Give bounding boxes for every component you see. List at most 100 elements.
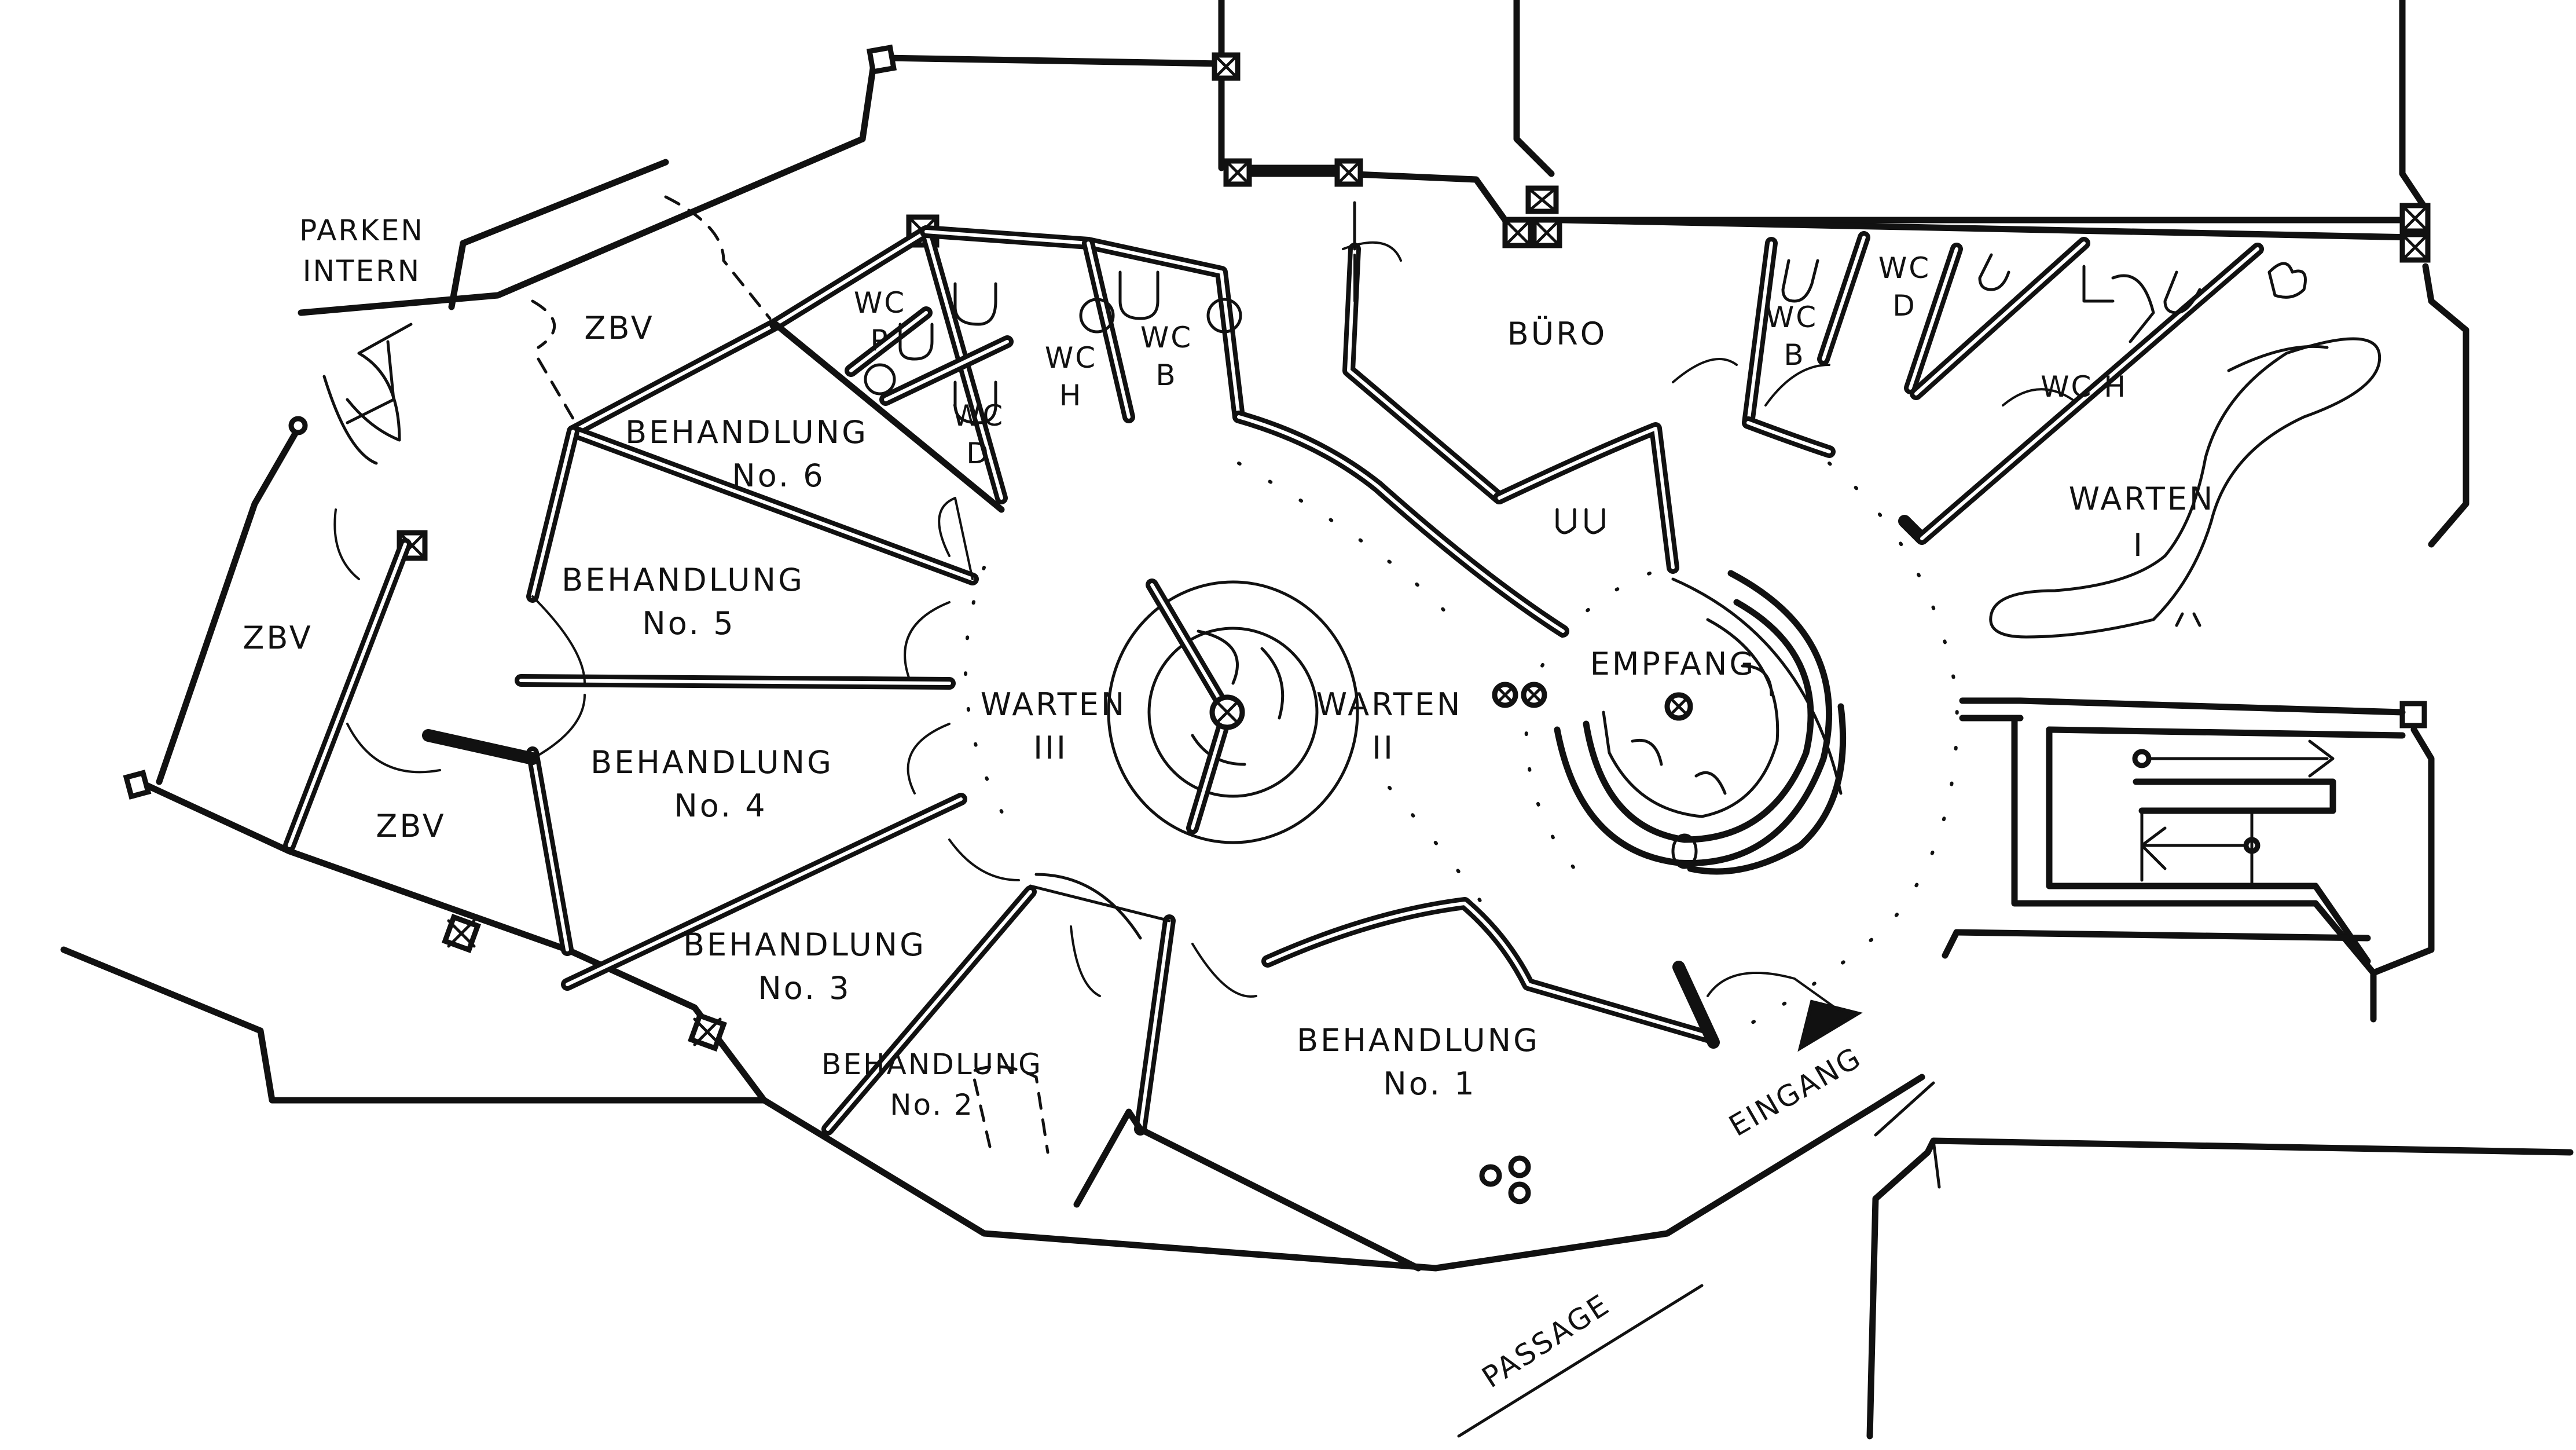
warten-i-label: WARTEN bbox=[2069, 481, 2215, 517]
column-icon bbox=[2399, 701, 2427, 728]
door-swing-icon bbox=[346, 723, 441, 774]
wc-d-left-label: WC bbox=[952, 399, 1004, 433]
parken-label-1: PARKEN bbox=[299, 214, 424, 247]
toilet-icon bbox=[1118, 270, 1159, 320]
toilet-icon bbox=[1978, 253, 2010, 291]
circulation-dots bbox=[964, 462, 1959, 1032]
zbv-bottom-label: ZBV bbox=[376, 808, 446, 844]
toilet-icon bbox=[953, 282, 997, 326]
reception-desk bbox=[1492, 570, 1847, 875]
light-fixture-icon bbox=[1521, 682, 1547, 708]
wc-p-letter: P bbox=[870, 324, 889, 357]
behandlung-5-label: BEHANDLUNG bbox=[562, 562, 805, 598]
column-icon bbox=[288, 416, 308, 435]
wc-b-right-letter: B bbox=[1784, 338, 1805, 372]
door-swing-icon bbox=[333, 508, 360, 580]
wc-h-left-letter: H bbox=[1059, 379, 1083, 412]
door-swing-icon bbox=[938, 497, 974, 580]
behandlung-4-number: No. 4 bbox=[674, 788, 767, 824]
stair-arrow-icon bbox=[2140, 809, 2261, 888]
wc-d-right-letter: D bbox=[1892, 289, 1917, 323]
behandlung-2-label: BEHANDLUNG bbox=[821, 1048, 1043, 1081]
warten-i-number: I bbox=[2133, 527, 2145, 563]
door-swing-icon bbox=[531, 694, 586, 760]
column-icon bbox=[688, 1012, 727, 1052]
interior-walls bbox=[283, 195, 2406, 1272]
zbv-top-label: ZBV bbox=[584, 310, 654, 346]
light-fixture-icon bbox=[1508, 1155, 1531, 1178]
toilet-icon bbox=[2082, 265, 2155, 343]
toilets bbox=[864, 253, 2201, 534]
parken-entrance bbox=[322, 323, 413, 465]
light-fixture-icon bbox=[1209, 694, 1245, 730]
door-swing-icon bbox=[2002, 388, 2074, 407]
fixture-cluster bbox=[1479, 1155, 1531, 1204]
door-swings bbox=[333, 241, 2074, 1154]
wc-p-label: WC bbox=[854, 286, 906, 320]
column-icon bbox=[866, 44, 897, 75]
plant-icon bbox=[2175, 612, 2201, 627]
behandlung-3-label: BEHANDLUNG bbox=[683, 927, 926, 963]
wch-label: WC H bbox=[2041, 370, 2127, 404]
central-bench bbox=[1107, 578, 1359, 844]
behandlung-1-label: BEHANDLUNG bbox=[1297, 1022, 1540, 1059]
light-fixture-icon bbox=[1664, 692, 1693, 721]
column-icon bbox=[1525, 185, 1559, 214]
warten-ii-number: II bbox=[1372, 730, 1395, 766]
wc-d-left-letter: D bbox=[966, 437, 990, 470]
toilet-icon bbox=[2163, 270, 2201, 314]
toilet-icon bbox=[1781, 259, 1819, 303]
behandlung-1-number: No. 1 bbox=[1383, 1065, 1476, 1102]
door-swing-icon bbox=[1672, 358, 1738, 383]
light-fixture-icon bbox=[1508, 1181, 1531, 1204]
door-swing-icon bbox=[907, 723, 951, 794]
garden-bench bbox=[1989, 262, 2381, 639]
behandlung-6-label: BEHANDLUNG bbox=[625, 414, 868, 451]
empfang-label: EMPFANG bbox=[1590, 646, 1756, 682]
zbv-left-label: ZBV bbox=[243, 620, 313, 656]
behandlung-2-number: No. 2 bbox=[890, 1088, 974, 1122]
buro-label: BÜRO bbox=[1507, 316, 1608, 352]
column-icon bbox=[1531, 217, 1562, 248]
door-swing-icon bbox=[1191, 943, 1257, 998]
toilet-icon bbox=[898, 323, 934, 361]
passage-label: PASSAGE bbox=[1476, 1287, 1616, 1394]
wc-b-right-label: WC bbox=[1766, 301, 1818, 334]
behandlung-3-number: No. 3 bbox=[758, 970, 851, 1006]
door-swing-icon bbox=[904, 601, 951, 679]
door-swing-icon bbox=[971, 1065, 1050, 1154]
wc-b-left-label: WC bbox=[1140, 321, 1192, 354]
column-icon bbox=[123, 770, 152, 800]
stairs bbox=[2132, 739, 2336, 888]
column-icon bbox=[1502, 217, 1533, 248]
wc-h-left-label: WC bbox=[1045, 341, 1097, 375]
column-icon bbox=[442, 914, 481, 953]
circle-fixture bbox=[864, 298, 1242, 396]
column-icon bbox=[1223, 158, 1252, 187]
door-swing-icon bbox=[1707, 972, 1836, 1009]
toilet-icon bbox=[1555, 508, 1605, 534]
door-swing-icon bbox=[1764, 364, 1830, 407]
toilet-icon bbox=[953, 380, 997, 424]
column-icon bbox=[1212, 52, 1241, 81]
column-icon bbox=[1334, 158, 1363, 187]
columns bbox=[123, 44, 2431, 1052]
door-swing-icon bbox=[1342, 241, 1402, 302]
warten-iii-label: WARTEN bbox=[981, 686, 1126, 723]
column-icon bbox=[2399, 232, 2431, 263]
stair-arrow-icon bbox=[2132, 739, 2335, 778]
door-swing-icon bbox=[948, 838, 1020, 881]
light-fixture-icon bbox=[1492, 682, 1518, 708]
plant-icon bbox=[1671, 833, 1698, 869]
light-fixture-icon bbox=[1479, 1164, 1502, 1187]
door-swing-icon bbox=[1070, 925, 1101, 997]
column-icon bbox=[2399, 203, 2431, 234]
door-swing-icon bbox=[531, 595, 586, 684]
parken-label-2: INTERN bbox=[303, 254, 421, 288]
wc-b-left-letter: B bbox=[1155, 358, 1177, 392]
plant-icon bbox=[2267, 262, 2307, 299]
wc-d-right-label: WC bbox=[1878, 251, 1931, 285]
entrance-arrow-icon bbox=[1797, 999, 1863, 1052]
warten-ii-label: WARTEN bbox=[1316, 686, 1462, 723]
